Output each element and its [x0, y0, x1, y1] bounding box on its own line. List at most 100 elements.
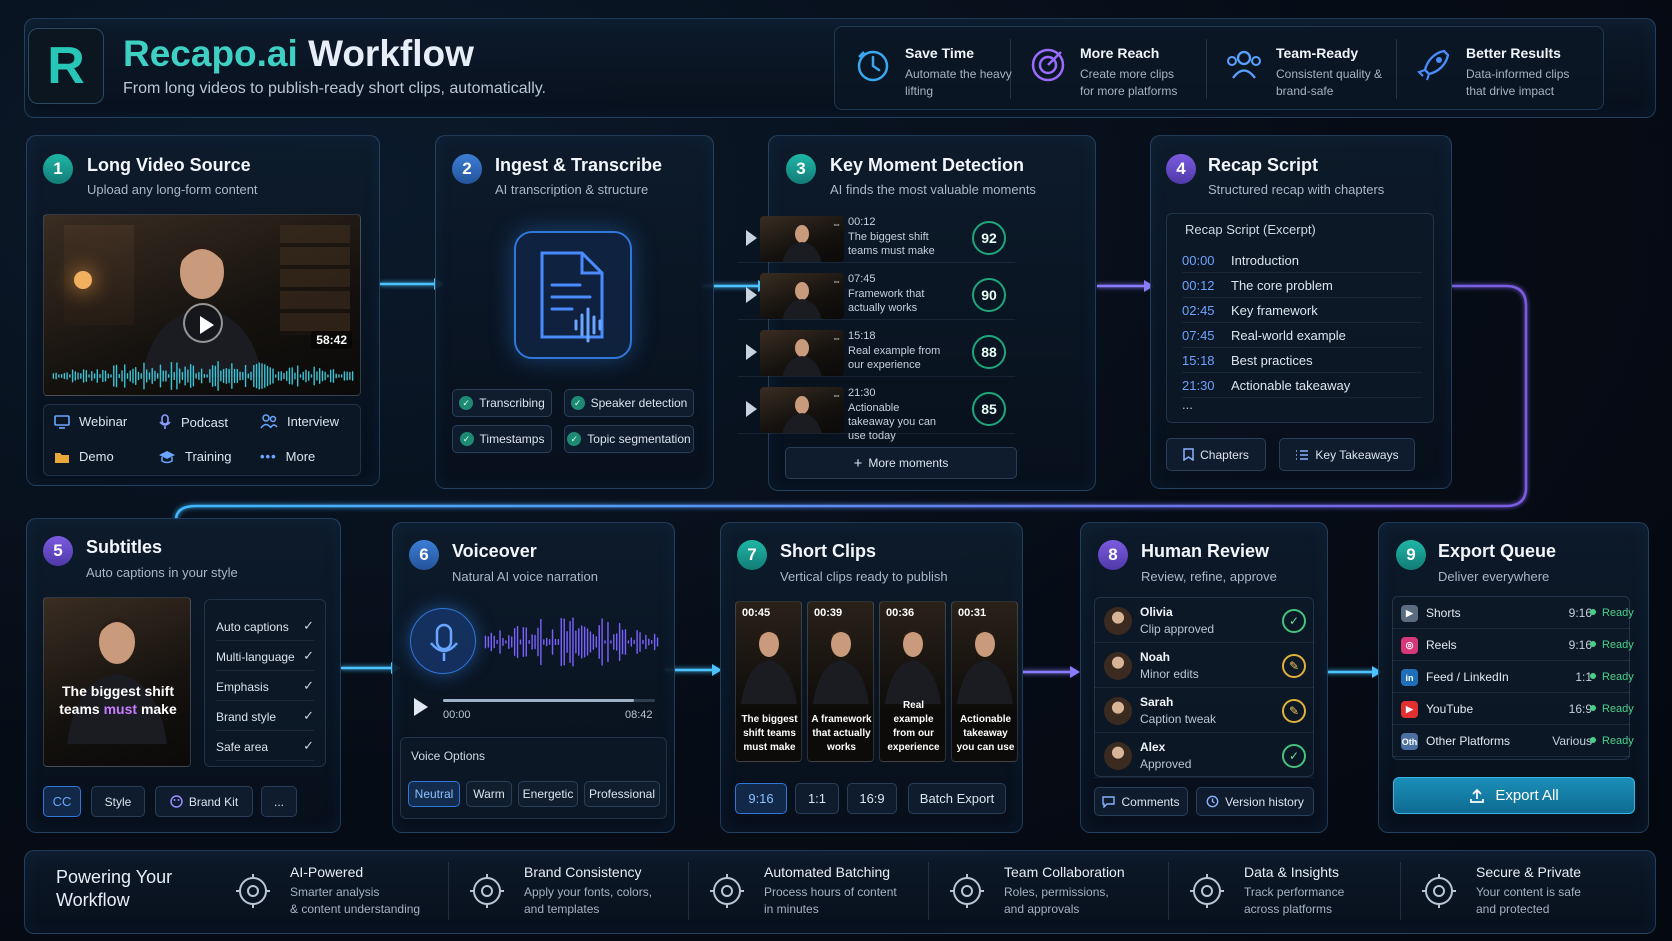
moment-title: The biggest shift teams must make: [848, 231, 935, 257]
clip-duration: 00:45: [742, 607, 771, 619]
comments-button[interactable]: Comments: [1094, 787, 1188, 816]
ratio-1-1[interactable]: 1:1: [795, 783, 839, 814]
type-more[interactable]: •••More: [260, 449, 315, 464]
moment-thumbnail: ⇔: [760, 216, 844, 262]
subtitle-feature[interactable]: Auto captions✓: [216, 613, 314, 641]
play-icon[interactable]: [746, 287, 757, 303]
subtitle-feature[interactable]: Safe area ✓: [216, 733, 314, 761]
benefit-title: Save Time: [905, 45, 975, 61]
footer-heading-line: Powering Your: [56, 867, 173, 887]
step-title: Export Queue: [1438, 541, 1557, 561]
type-demo[interactable]: Demo: [54, 449, 114, 464]
benefit-desc: Automate the heavy lifting: [905, 67, 1012, 98]
play-icon[interactable]: [746, 401, 757, 417]
benefit-better-results: Better Results Data-informed clips that …: [1396, 27, 1601, 111]
approved-check-icon[interactable]: ✓: [1282, 744, 1306, 768]
benefit-save-time: Save Time Automate the heavy lifting: [835, 27, 1012, 111]
source-video-preview[interactable]: 58:42: [43, 214, 361, 396]
platform-icon: in: [1401, 669, 1418, 686]
brand-kit-button[interactable]: Brand Kit: [155, 786, 253, 817]
chapters-button[interactable]: Chapters: [1166, 438, 1266, 471]
voice-waveform: [484, 617, 659, 667]
rocket-icon: [1417, 49, 1450, 81]
export-status: Ready: [1590, 607, 1634, 619]
ratio-9-16[interactable]: 9:16: [735, 783, 787, 814]
voice-neutral[interactable]: Neutral: [408, 781, 460, 807]
microphone-icon[interactable]: [410, 608, 476, 674]
button-label: Batch Export: [919, 791, 995, 806]
reviewer-name: Olivia: [1140, 605, 1173, 619]
brand-gear-icon: [470, 874, 504, 908]
script-time: 02:45: [1182, 303, 1215, 318]
more-moments-button[interactable]: +More moments: [785, 447, 1017, 479]
brand-name: Recapo.ai: [123, 33, 298, 74]
voice-time-end: 08:42: [625, 709, 653, 721]
edit-pencil-icon[interactable]: ✎: [1282, 654, 1306, 678]
approved-check-icon[interactable]: ✓: [1282, 609, 1306, 633]
platform-icon: ▶: [1401, 701, 1418, 718]
subtitle-feature[interactable]: Brand style✓: [216, 703, 314, 731]
cc-button[interactable]: CC: [43, 786, 81, 817]
style-button[interactable]: Style: [91, 786, 145, 817]
ratio-label: 16:9: [859, 791, 885, 806]
arrow-4-5: [174, 284, 1528, 521]
desc-line: Roles, permissions,: [1004, 885, 1109, 899]
script-time: 15:18: [1182, 353, 1215, 368]
more-options-button[interactable]: ...: [261, 786, 297, 817]
voice-progress-track[interactable]: [443, 699, 655, 702]
check-icon: ✓: [303, 738, 314, 753]
play-icon[interactable]: [746, 230, 757, 246]
edit-pencil-icon[interactable]: ✎: [1282, 699, 1306, 723]
batch-export-button[interactable]: Batch Export: [908, 783, 1006, 814]
button-label: More moments: [868, 456, 949, 470]
play-icon[interactable]: [746, 344, 757, 360]
voice-play-button[interactable]: [414, 698, 428, 716]
step-number: 6: [409, 540, 439, 570]
subtitle-feature[interactable]: Emphasis✓: [216, 673, 314, 701]
voice-professional[interactable]: Professional: [584, 781, 660, 807]
type-webinar[interactable]: Webinar: [54, 414, 127, 429]
subtitle-caption: The biggest shift teams must make: [44, 682, 190, 718]
moment-time: 15:18: [848, 330, 876, 342]
people-icon: [260, 414, 278, 429]
voice-warm[interactable]: Warm: [466, 781, 512, 807]
key-takeaways-button[interactable]: Key Takeaways: [1279, 438, 1415, 471]
feature-label: Safe area: [216, 740, 269, 754]
type-podcast[interactable]: Podcast: [158, 414, 228, 430]
recapo-logo[interactable]: R: [28, 28, 104, 104]
subtitle-preview[interactable]: The biggest shift teams must make: [43, 597, 191, 767]
voice-energetic[interactable]: Energetic: [518, 781, 578, 807]
ratio-16-9[interactable]: 16:9: [847, 783, 897, 814]
play-icon[interactable]: [183, 303, 223, 343]
type-training[interactable]: Training: [158, 449, 231, 464]
version-history-button[interactable]: Version history: [1196, 787, 1314, 816]
subtitle-feature[interactable]: Multi-language✓: [216, 643, 314, 671]
type-interview[interactable]: Interview: [260, 414, 339, 429]
export-all-button[interactable]: Export All: [1393, 777, 1635, 814]
